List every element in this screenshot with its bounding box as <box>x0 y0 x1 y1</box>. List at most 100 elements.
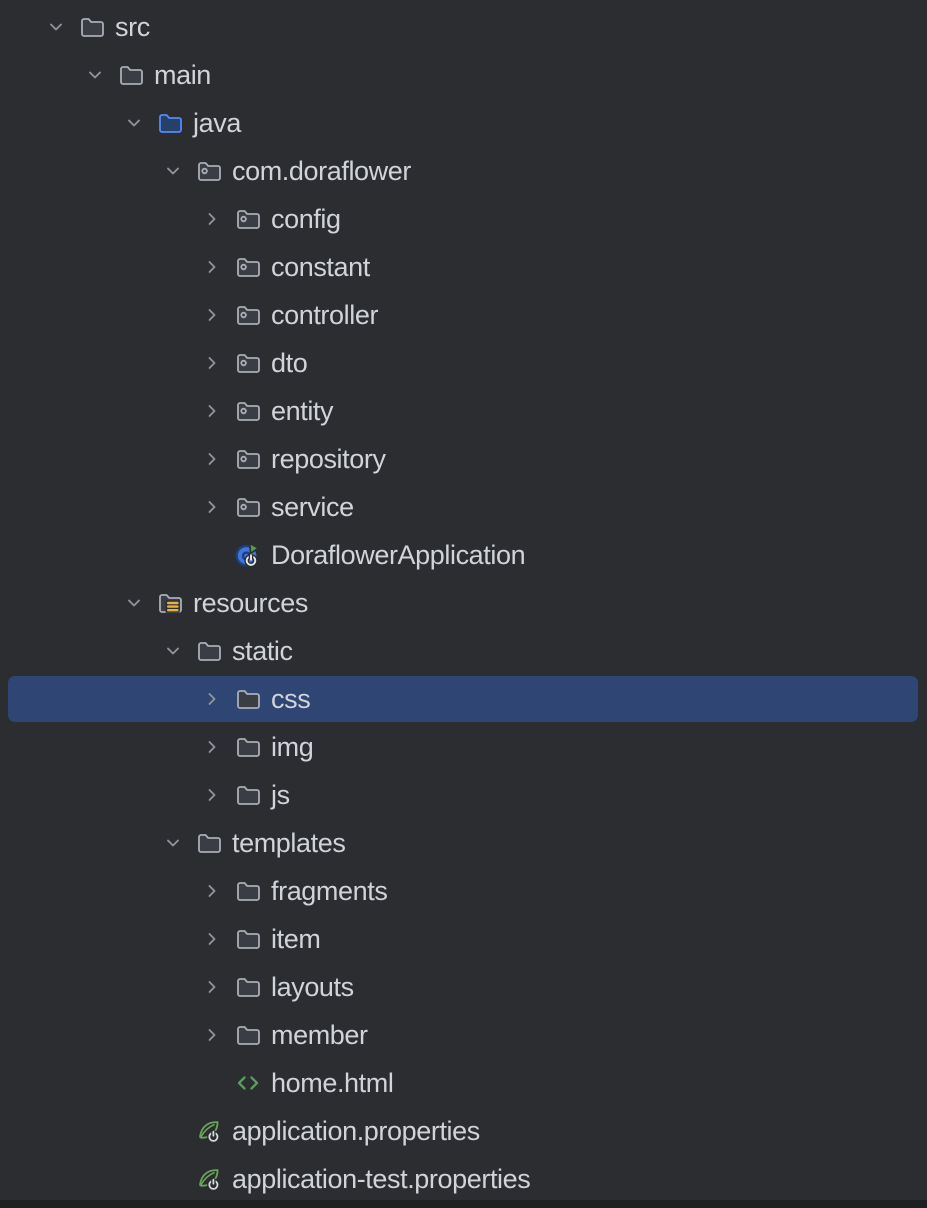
tree-item-label: repository <box>271 443 386 474</box>
chevron-right-icon[interactable] <box>196 963 228 1011</box>
folder-icon <box>234 973 262 1001</box>
package-icon <box>234 205 262 233</box>
chevron-down-icon[interactable] <box>157 627 189 675</box>
tree-item-controller[interactable]: controller <box>0 291 927 339</box>
tree-item-label: resources <box>193 587 308 618</box>
chevron-right-icon[interactable] <box>196 915 228 963</box>
tree-item-com-doraflower[interactable]: com.doraflower <box>0 147 927 195</box>
tree-item-templates[interactable]: templates <box>0 819 927 867</box>
chevron-right-icon[interactable] <box>196 339 228 387</box>
tree-item-img[interactable]: img <box>0 723 927 771</box>
tree-item-static[interactable]: static <box>0 627 927 675</box>
chevron-right-icon[interactable] <box>196 723 228 771</box>
chevron-down-icon[interactable] <box>157 147 189 195</box>
tree-item-js[interactable]: js <box>0 771 927 819</box>
chevron-spacer <box>157 1107 189 1155</box>
folder-icon <box>234 877 262 905</box>
folder-icon <box>195 637 223 665</box>
tree-item-doraflowerapplication[interactable]: DoraflowerApplication <box>0 531 927 579</box>
folder-icon <box>234 1021 262 1049</box>
tree-item-application-test-properties[interactable]: application-test.properties <box>0 1155 927 1203</box>
package-icon <box>234 397 262 425</box>
springboot-application-icon <box>234 541 262 569</box>
chevron-right-icon[interactable] <box>196 483 228 531</box>
package-icon <box>234 253 262 281</box>
chevron-spacer <box>196 531 228 579</box>
tree-item-label: js <box>271 779 290 810</box>
folder-icon <box>195 829 223 857</box>
tree-item-constant[interactable]: constant <box>0 243 927 291</box>
tree-item-label: static <box>232 635 293 666</box>
tree-item-label: application-test.properties <box>232 1163 531 1194</box>
tree-item-label: service <box>271 491 354 522</box>
chevron-right-icon[interactable] <box>196 435 228 483</box>
tree-item-label: controller <box>271 299 379 330</box>
tree-item-service[interactable]: service <box>0 483 927 531</box>
chevron-right-icon[interactable] <box>196 1011 228 1059</box>
tree-item-label: item <box>271 923 321 954</box>
tree-item-layouts[interactable]: layouts <box>0 963 927 1011</box>
folder-icon <box>234 733 262 761</box>
chevron-spacer <box>157 1155 189 1203</box>
tree-item-member[interactable]: member <box>0 1011 927 1059</box>
chevron-down-icon[interactable] <box>118 579 150 627</box>
chevron-right-icon[interactable] <box>196 291 228 339</box>
tree-item-dto[interactable]: dto <box>0 339 927 387</box>
package-icon <box>234 349 262 377</box>
chevron-down-icon[interactable] <box>79 51 111 99</box>
folder-icon <box>234 685 262 713</box>
tree-item-label: main <box>154 59 211 90</box>
chevron-spacer <box>196 1059 228 1107</box>
chevron-right-icon[interactable] <box>196 243 228 291</box>
folder-icon <box>234 781 262 809</box>
tree-item-java[interactable]: java <box>0 99 927 147</box>
chevron-right-icon[interactable] <box>196 387 228 435</box>
tree-item-label: application.properties <box>232 1115 480 1146</box>
chevron-down-icon[interactable] <box>40 3 72 51</box>
tree-item-repository[interactable]: repository <box>0 435 927 483</box>
folder-icon <box>117 61 145 89</box>
tree-item-label: java <box>193 107 241 138</box>
package-icon <box>234 445 262 473</box>
spring-properties-icon <box>195 1165 223 1193</box>
tree-item-label: templates <box>232 827 346 858</box>
tree-item-label: config <box>271 203 341 234</box>
tree-item-home-html[interactable]: home.html <box>0 1059 927 1107</box>
tree-item-label: css <box>271 683 311 714</box>
tree-item-label: entity <box>271 395 334 426</box>
chevron-right-icon[interactable] <box>196 771 228 819</box>
package-icon <box>234 493 262 521</box>
chevron-down-icon[interactable] <box>157 819 189 867</box>
folder-icon <box>78 13 106 41</box>
tree-item-main[interactable]: main <box>0 51 927 99</box>
chevron-down-icon[interactable] <box>118 99 150 147</box>
tree-item-label: src <box>115 11 150 42</box>
tree-item-config[interactable]: config <box>0 195 927 243</box>
tree-item-label: fragments <box>271 875 388 906</box>
tree-item-label: img <box>271 731 314 762</box>
tree-item-label: dto <box>271 347 308 378</box>
tree-item-label: home.html <box>271 1067 394 1098</box>
html-file-icon <box>234 1069 262 1097</box>
tree-item-resources[interactable]: resources <box>0 579 927 627</box>
tree-item-entity[interactable]: entity <box>0 387 927 435</box>
chevron-right-icon[interactable] <box>196 867 228 915</box>
tree-item-label: com.doraflower <box>232 155 411 186</box>
tree-item-css[interactable]: css <box>0 675 927 723</box>
java-source-folder-icon <box>156 109 184 137</box>
tree-item-label: DoraflowerApplication <box>271 539 526 570</box>
folder-icon <box>234 925 262 953</box>
spring-properties-icon <box>195 1117 223 1145</box>
package-icon <box>234 301 262 329</box>
tree-item-application-properties[interactable]: application.properties <box>0 1107 927 1155</box>
resources-folder-icon <box>156 589 184 617</box>
chevron-right-icon[interactable] <box>196 675 228 723</box>
tree-item-item[interactable]: item <box>0 915 927 963</box>
window-bottom-edge <box>0 1200 927 1208</box>
tree-item-label: layouts <box>271 971 354 1002</box>
tree-item-fragments[interactable]: fragments <box>0 867 927 915</box>
tree-item-label: member <box>271 1019 368 1050</box>
chevron-right-icon[interactable] <box>196 195 228 243</box>
tree-item-src[interactable]: src <box>0 3 927 51</box>
